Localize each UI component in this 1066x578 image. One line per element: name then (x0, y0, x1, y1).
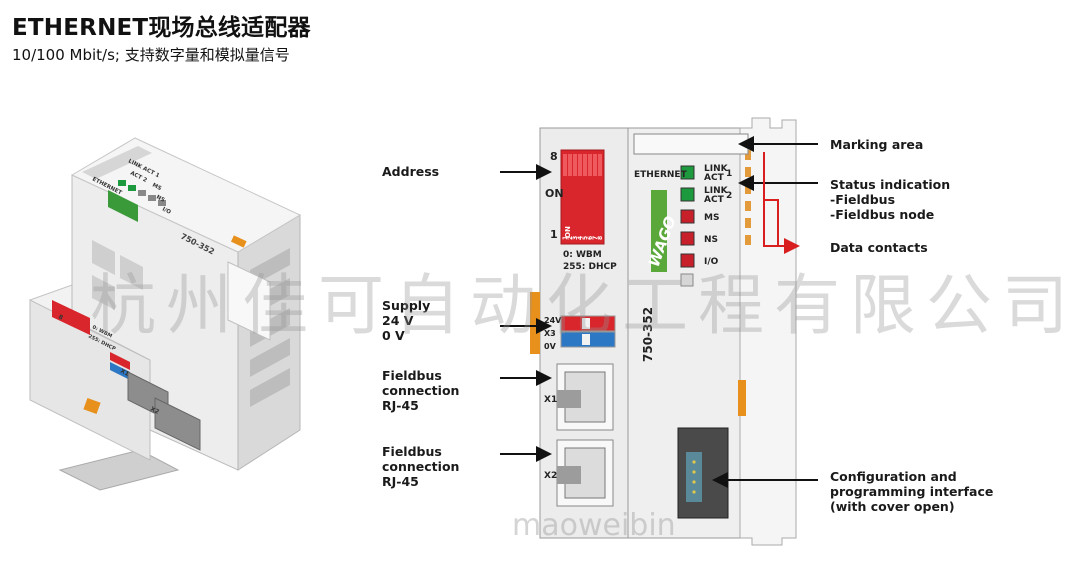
photo-dip-switch (52, 300, 90, 335)
led-sublabel-0: ACT (704, 173, 725, 183)
led-sublabel-1: ACT (704, 195, 725, 205)
photo-foot-clip (83, 397, 101, 415)
wago-logo (651, 190, 667, 272)
callout-data-contacts: Data contacts (830, 240, 928, 255)
photo-wago-logo (108, 190, 138, 222)
arrow-data-contacts (763, 152, 800, 254)
status-led-0 (680, 165, 695, 180)
photo-orange-latch (230, 235, 247, 248)
status-led-1 (680, 187, 695, 202)
dip-number-7: 7 (592, 236, 599, 240)
page-subtitle: 10/100 Mbit/s; 支持数字量和模拟量信号 (12, 46, 290, 64)
led-label-3: NS (704, 235, 718, 245)
side-clip (738, 380, 746, 416)
status-led-3 (680, 231, 695, 246)
photo-terminal-blue (110, 362, 130, 380)
side-comb (739, 117, 797, 546)
callout-status-indication: Status indication -Fieldbus -Fieldbus no… (830, 177, 951, 222)
photo-rj45-x2 (154, 397, 201, 451)
led-label-1: LINK (704, 186, 729, 196)
callout-marking-area: Marking area (830, 137, 924, 152)
dip-number-6: 6 (587, 236, 594, 240)
callout-fieldbus-1: Fieldbus connection RJ-45 (382, 368, 460, 413)
photo-marking-strip (82, 146, 152, 179)
page-title: ETHERNET现场总线适配器 (12, 15, 311, 41)
led-label-4: I/O (704, 257, 719, 267)
callout-supply: Supply 24 V 0 V (382, 298, 431, 343)
dip-number-2: 2 (567, 236, 574, 240)
led-number-1: 2 (726, 191, 732, 201)
led-number-0: 1 (726, 169, 732, 179)
dip-number-4: 4 (577, 236, 584, 240)
status-led-4 (680, 253, 695, 268)
callout-address: Address (382, 164, 440, 179)
din-rail (58, 449, 180, 491)
orange-latch (530, 292, 540, 354)
grey-indicator (680, 273, 694, 287)
callout-fieldbus-2: Fieldbus connection RJ-45 (382, 444, 460, 489)
status-led-2 (680, 209, 695, 224)
photo-window (227, 261, 271, 341)
dip-switch-levers (563, 154, 602, 176)
dip-number-3: 3 (572, 236, 579, 240)
module-top (70, 137, 302, 253)
callout-config-interface: Configuration and programming interface … (830, 469, 994, 514)
dip-number-1: 1 (562, 236, 569, 240)
dip-number-5: 5 (582, 236, 589, 240)
photo-terminal-red (110, 352, 130, 370)
photo-leds (118, 180, 166, 206)
dip-number-8: 8 (597, 236, 604, 240)
led-label-2: MS (704, 213, 719, 223)
front-vents (92, 240, 143, 310)
led-label-0: LINK (704, 164, 729, 174)
